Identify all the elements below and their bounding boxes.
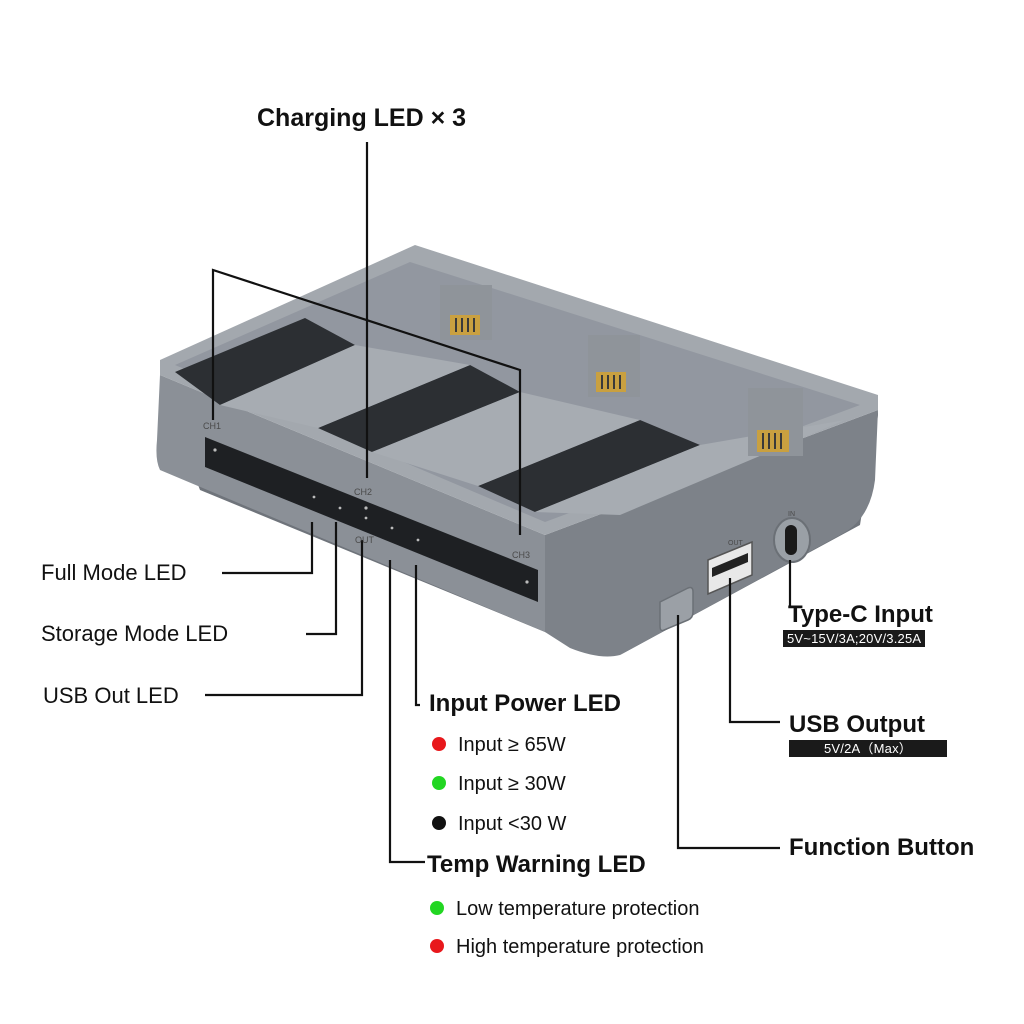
full-mode-led-label: Full Mode LED (41, 560, 187, 585)
line-full-mode (222, 522, 314, 575)
function-button-shape (659, 586, 694, 632)
temp-warning-item-label: Low temperature protection (456, 898, 700, 920)
battery-slot-2 (318, 365, 520, 452)
status-dot-icon (432, 815, 446, 830)
battery-slot-1 (175, 318, 355, 405)
line-charging-ch1-ch3 (211, 268, 522, 535)
charging-led-label: Charging LED × 3 (257, 104, 467, 132)
line-storage-mode (306, 522, 338, 636)
contact-post-1 (440, 285, 492, 340)
line-usb-output (728, 578, 780, 724)
input-power-item-label: Input ≥ 65W (458, 734, 566, 756)
temp-warning-item: High temperature protection (430, 936, 704, 959)
contact-post-3 (748, 388, 803, 456)
out-port-marking: OUT (728, 540, 743, 547)
slot-bed-2 (372, 392, 640, 486)
led-dots (213, 448, 529, 584)
type-c-input-title: Type-C Input (788, 601, 933, 628)
ch3-marking: CH3 (512, 550, 531, 560)
status-dot-icon (430, 938, 444, 953)
contact-post-2 (588, 335, 640, 397)
input-power-item: Input <30 W (432, 813, 566, 836)
line-input-power (414, 565, 420, 707)
input-power-item-label: Input <30 W (458, 813, 567, 835)
function-button-label: Function Button (789, 834, 975, 861)
status-dot-icon (432, 775, 446, 790)
input-power-item: Input ≥ 65W (432, 734, 566, 757)
battery-slot-3 (478, 420, 700, 512)
type-c-input-spec: 5V~15V/3A;20V/3.25A (783, 630, 926, 647)
temp-warning-item: Low temperature protection (430, 898, 699, 921)
status-dot-icon (430, 900, 444, 915)
input-power-item-label: Input ≥ 30W (458, 773, 566, 795)
type-c-port (773, 517, 811, 563)
usb-output-spec: 5V/2A（Max） (789, 740, 947, 757)
led-strip (205, 437, 538, 602)
callout-lines (205, 142, 792, 864)
temp-warning-item-label: High temperature protection (456, 936, 704, 958)
in-port-marking: IN (788, 511, 795, 518)
ch2-marking: CH2 (354, 487, 373, 497)
input-power-item: Input ≥ 30W (432, 773, 566, 796)
input-power-led-title: Input Power LED (429, 690, 621, 717)
line-usb-out (205, 540, 364, 697)
line-function (676, 615, 780, 850)
temp-warning-led-title: Temp Warning LED (427, 851, 646, 878)
status-dot-icon (432, 736, 446, 751)
usb-a-port (707, 540, 753, 596)
usb-out-led-label: USB Out LED (43, 683, 179, 708)
usb-output-title: USB Output (789, 711, 925, 738)
storage-mode-led-label: Storage Mode LED (41, 621, 229, 646)
out-led-marking: OUT (355, 535, 374, 545)
ch1-marking: CH1 (203, 421, 222, 431)
slot-bed-1 (220, 345, 470, 428)
line-temp-warning (388, 560, 425, 864)
hub-side-panel (545, 410, 878, 657)
